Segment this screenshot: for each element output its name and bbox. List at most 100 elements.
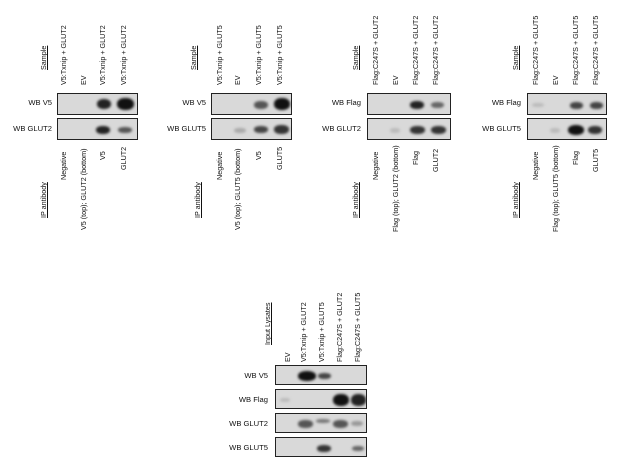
input-lane-label: Flag:C247S + GLUT2 [335, 292, 344, 362]
blot-band [96, 126, 110, 134]
blot-row [275, 389, 367, 409]
sample-label: V5:Txnip + GLUT2 [98, 25, 107, 85]
ip-label: GLUT5 [591, 148, 600, 172]
ip-label: GLUT5 [275, 146, 284, 170]
sample-label: V5:Txnip + GLUT2 [119, 25, 128, 85]
ip-label: GLUT2 [431, 148, 440, 172]
sample-label: Flag:C247S + GLUT2 [411, 15, 420, 85]
ip-label: GLUT2 [119, 146, 128, 170]
row-label: WB GLUT5 [229, 443, 268, 452]
blot-row [211, 118, 292, 140]
sample-title: Sample [511, 45, 520, 70]
blot-band [550, 128, 560, 133]
ip-label: Flag (top); GLUT2 (bottom) [391, 145, 400, 232]
sample-label: EV [79, 75, 88, 85]
input-lane-label: EV [283, 352, 292, 362]
blot-band [254, 101, 268, 109]
sample-label: EV [551, 75, 560, 85]
blot-band [351, 394, 366, 406]
sample-title: Sample [39, 45, 48, 70]
blot-band [532, 103, 544, 107]
ip-label: Negative [531, 151, 540, 180]
row-label: WB Flag [491, 98, 521, 107]
ip-label: V5 (top); GLUT2 (bottom) [79, 148, 88, 230]
blot-band [590, 102, 603, 109]
blot-band [97, 99, 111, 109]
row-label: WB GLUT2 [13, 124, 52, 133]
input-title: Input Lysates [263, 302, 272, 346]
blot-band [317, 445, 331, 452]
blot-band [274, 98, 290, 110]
blot-band [352, 446, 364, 451]
blot-band [431, 126, 446, 134]
sample-label: Flag:C247S + GLUT2 [371, 15, 380, 85]
ip-title: IP antibody [39, 182, 48, 218]
blot-band [254, 126, 268, 133]
blot-band [280, 398, 290, 402]
blot-band [351, 421, 363, 426]
sample-title: Sample [351, 45, 360, 70]
ip-label: Negative [59, 151, 68, 180]
blot-row [275, 413, 367, 433]
sample-label: EV [391, 75, 400, 85]
sample-label: EV [233, 75, 242, 85]
panel-flag-glut2: Sample Flag:C247S + GLUT2 EV Flag:C247S … [300, 0, 460, 232]
blot-band [318, 373, 331, 379]
blot-band [410, 126, 425, 134]
blot-band [410, 101, 424, 109]
blot-row [367, 118, 451, 140]
blot-band [298, 420, 313, 428]
blot-row [211, 93, 292, 115]
sample-label: Flag:C247S + GLUT5 [591, 15, 600, 85]
sample-label: V5:Txnip + GLUT2 [59, 25, 68, 85]
sample-label: Flag:C247S + GLUT5 [571, 15, 580, 85]
ip-title: IP antibody [193, 182, 202, 218]
sample-title: Sample [189, 45, 198, 70]
input-lane-label: V5:Txnip + GLUT5 [317, 302, 326, 362]
panel-v5-glut2: Sample V5:Txnip + GLUT2 EV V5:Txnip + GL… [0, 0, 150, 230]
sample-label: Flag:C247S + GLUT5 [531, 15, 540, 85]
sample-label: V5:Txnip + GLUT5 [275, 25, 284, 85]
sample-label: Flag:C247S + GLUT2 [431, 15, 440, 85]
ip-label: Flag [571, 151, 580, 165]
blot-band [274, 125, 289, 134]
blot-row [57, 93, 138, 115]
ip-title: IP antibody [511, 182, 520, 218]
panel-flag-glut5: Sample Flag:C247S + GLUT5 EV Flag:C247S … [460, 0, 617, 232]
blot-band [431, 102, 444, 108]
sample-label: V5:Txnip + GLUT5 [254, 25, 263, 85]
blot-row [527, 93, 607, 115]
panel-input-lysates: Input Lysates EV V5:Txnip + GLUT2 V5:Txn… [210, 270, 380, 469]
input-lane-label: Flag:C247S + GLUT5 [353, 292, 362, 362]
panel-v5-glut5: Sample V5:Txnip + GLUT5 EV V5:Txnip + GL… [150, 0, 300, 230]
row-label: WB GLUT2 [322, 124, 361, 133]
row-label: WB V5 [28, 98, 52, 107]
ip-label: Flag [411, 151, 420, 165]
blot-band [117, 98, 134, 110]
blot-band [316, 419, 330, 423]
blot-band [298, 371, 316, 381]
ip-label: V5 (top); GLUT5 (bottom) [233, 148, 242, 230]
input-lane-label: V5:Txnip + GLUT2 [299, 302, 308, 362]
ip-label: Negative [215, 151, 224, 180]
blot-row [57, 118, 138, 140]
blot-row [275, 437, 367, 457]
blot-row [367, 93, 451, 115]
sample-label: V5:Txnip + GLUT5 [215, 25, 224, 85]
row-label: WB Flag [331, 98, 361, 107]
row-label: WB GLUT5 [482, 124, 521, 133]
blot-band [390, 128, 400, 133]
blot-band [118, 127, 132, 133]
blot-band [570, 102, 583, 109]
blot-band [333, 394, 349, 406]
row-label: WB V5 [244, 371, 268, 380]
blot-band [588, 126, 602, 134]
ip-label: V5 [254, 151, 263, 160]
row-label: WB GLUT5 [167, 124, 206, 133]
ip-label: Flag (top); GLUT5 (bottom) [551, 145, 560, 232]
blot-row [527, 118, 607, 140]
row-label: WB Flag [238, 395, 268, 404]
blot-row [275, 365, 367, 385]
blot-band [234, 128, 246, 133]
blot-band [568, 125, 584, 135]
